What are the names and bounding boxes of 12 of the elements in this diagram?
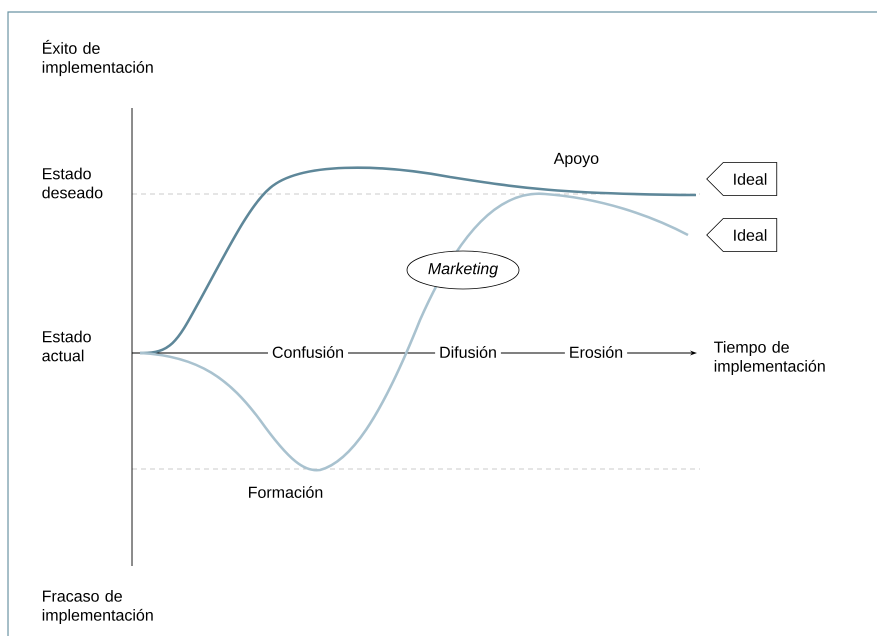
axis-label: Tiempo de implementación xyxy=(714,341,825,375)
axis-label: Formación xyxy=(249,486,322,498)
phase-label: Confusión xyxy=(268,344,348,360)
phase-label: Difusión xyxy=(435,344,501,360)
ideal-tag: Ideal xyxy=(706,218,778,252)
phase-label: Erosión xyxy=(564,344,628,360)
axis-label: Éxito de implementación xyxy=(42,40,153,76)
axis-label: Fracaso de implementación xyxy=(42,590,153,624)
axis-label: Estado actual xyxy=(42,330,91,362)
axis-label: Apoyo xyxy=(554,152,598,168)
ideal-tag: Ideal xyxy=(706,162,778,196)
axis-label: Estado deseado xyxy=(42,168,102,198)
